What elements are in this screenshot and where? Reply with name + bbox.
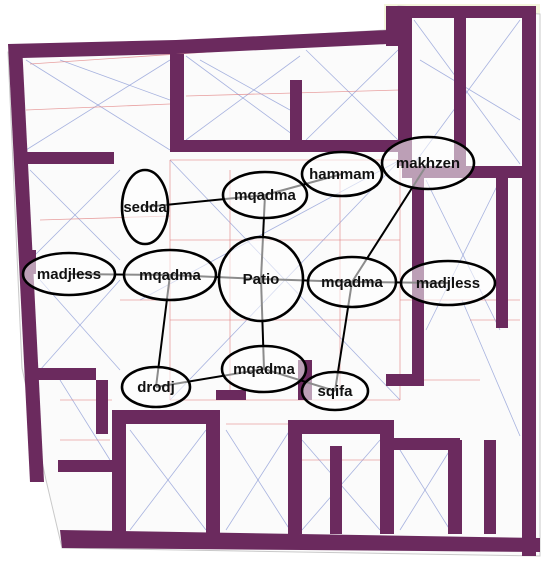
node-mqadma-top: mqadma bbox=[221, 170, 309, 220]
wall-int-18 bbox=[484, 440, 496, 534]
wall-top-left bbox=[8, 40, 176, 58]
wall-top-right bbox=[386, 6, 534, 18]
node-sqifa: sqifa bbox=[300, 370, 370, 412]
node-ellipse-madjless-left bbox=[21, 251, 117, 297]
plan-line-blue-17 bbox=[129, 429, 207, 531]
plan-line-blue-28 bbox=[59, 379, 111, 461]
node-ellipse-hammam bbox=[300, 150, 384, 198]
node-ellipse-mqadma-right bbox=[306, 255, 398, 309]
node-label-hammam: hammam bbox=[309, 166, 375, 183]
wall-int-11 bbox=[206, 410, 220, 534]
plan-line-red-1 bbox=[25, 103, 171, 111]
wall-int-17 bbox=[448, 440, 462, 534]
node-ellipse-sedda bbox=[120, 168, 170, 246]
plan-line-blue-5 bbox=[305, 49, 399, 141]
wall-int-1 bbox=[170, 54, 184, 150]
node-mqadma-right: mqadma bbox=[306, 255, 398, 309]
plan-line-blue-29 bbox=[461, 299, 521, 437]
plan-line-blue-11 bbox=[39, 279, 121, 371]
wall-bottom bbox=[60, 530, 540, 552]
plan-line-blue-25 bbox=[199, 59, 291, 111]
node-ellipse-madjless-right bbox=[399, 259, 497, 307]
plan-line-blue-23 bbox=[399, 449, 451, 531]
node-label-mqadma-bottom: mqadma bbox=[233, 361, 295, 378]
node-ellipse-patio bbox=[217, 235, 305, 323]
node-ellipse-mqadma-bottom bbox=[220, 344, 308, 394]
wall-int-15 bbox=[380, 420, 394, 534]
plan-line-blue-1 bbox=[25, 59, 171, 151]
node-drodj: drodj bbox=[120, 365, 192, 409]
wall-int-8 bbox=[496, 178, 508, 328]
node-madjless-left: madjless bbox=[21, 251, 117, 297]
wall-int-21 bbox=[96, 380, 108, 434]
wall-top-mid bbox=[176, 30, 388, 54]
node-ellipse-mqadma-top bbox=[221, 170, 309, 220]
wall-int-24 bbox=[216, 390, 246, 400]
plan-line-blue-19 bbox=[225, 429, 291, 531]
wall-int-10 bbox=[112, 410, 220, 424]
wall-int-23 bbox=[290, 80, 302, 140]
node-label-sqifa: sqifa bbox=[317, 383, 353, 400]
wall-int-16 bbox=[394, 438, 460, 450]
wall-int-20 bbox=[386, 374, 424, 386]
walls bbox=[8, 6, 540, 556]
node-ellipse-mqadma-left bbox=[122, 248, 218, 302]
node-label-madjless-right: madjless bbox=[416, 275, 480, 292]
node-sedda: sedda bbox=[120, 168, 170, 246]
node-label-sedda: sedda bbox=[123, 199, 167, 216]
node-label-mqadma-top: mqadma bbox=[234, 187, 296, 204]
node-label-madjless-left: madjless bbox=[37, 266, 101, 283]
node-makhzen: makhzen bbox=[380, 135, 476, 191]
node-ellipse-makhzen bbox=[380, 135, 476, 191]
node-mqadma-bottom: mqadma bbox=[220, 344, 308, 394]
wall-right-notch bbox=[386, 6, 398, 46]
node-mqadma-left: mqadma bbox=[122, 248, 218, 302]
wall-int-13 bbox=[288, 420, 394, 434]
plan-line-blue-9 bbox=[29, 169, 121, 261]
wall-int-3 bbox=[454, 18, 466, 166]
node-label-mqadma-right: mqadma bbox=[321, 274, 383, 291]
plan-line-blue-3 bbox=[185, 55, 301, 141]
node-hammam: hammam bbox=[300, 150, 384, 198]
node-label-makhzen: makhzen bbox=[396, 155, 460, 172]
node-ellipse-drodj bbox=[120, 365, 192, 409]
nodes: Patio mqadma mqadma mqadma mqadma sedda hammam… bbox=[21, 135, 497, 412]
wall-right-upper bbox=[522, 6, 536, 328]
node-ellipse-sqifa bbox=[300, 370, 370, 412]
node-label-mqadma-left: mqadma bbox=[139, 267, 201, 284]
node-madjless-right: madjless bbox=[399, 259, 497, 307]
plan-line-blue-26 bbox=[419, 59, 521, 121]
plan-line-blue-24 bbox=[59, 59, 171, 101]
wall-int-5 bbox=[170, 140, 400, 152]
node-patio: Patio bbox=[217, 235, 305, 323]
wall-int-22 bbox=[58, 460, 118, 472]
node-label-patio: Patio bbox=[243, 271, 280, 288]
wall-int-19 bbox=[330, 446, 342, 534]
wall-int-12 bbox=[112, 410, 126, 534]
wall-int-4 bbox=[24, 152, 114, 164]
wall-int-2 bbox=[398, 18, 412, 166]
node-label-drodj: drodj bbox=[137, 379, 175, 396]
wall-int-9 bbox=[26, 368, 96, 380]
wall-right-lower bbox=[522, 328, 536, 556]
wall-int-14 bbox=[288, 420, 302, 534]
